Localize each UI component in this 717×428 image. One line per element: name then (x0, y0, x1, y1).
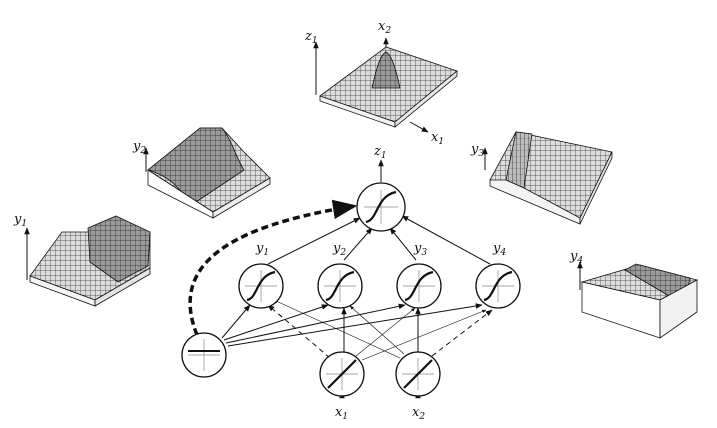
y1-to-z1-connection (267, 217, 361, 265)
y2-surface-label: y2 (132, 139, 146, 156)
bias-to-y3-connection (225, 303, 406, 344)
y4-surface-label: y4 (569, 249, 583, 266)
x1-to-y4-connection (361, 309, 487, 361)
z1-axis-label: z1 (304, 29, 318, 46)
sigmoid-icon (404, 270, 434, 302)
sigmoid-icon (483, 270, 513, 302)
x1-axis-label: x1 (431, 130, 444, 147)
y1-side-right (94, 267, 151, 307)
x2-to-y4-connection (431, 309, 493, 357)
y1-surface-label: y1 (13, 212, 27, 229)
z1-surface-plot: z1 x2 x1 (304, 19, 458, 147)
bias-to-output-connection (188, 199, 358, 336)
bias-to-y1-connection (221, 304, 251, 339)
bias-to-y2-connection (223, 304, 329, 341)
x2-axis-label: x2 (378, 19, 391, 36)
y4-node-label: y4 (492, 241, 506, 258)
y2-surface-plot: y2 (132, 127, 271, 219)
y3-hidden-node: y3 (396, 241, 442, 309)
y3-surface-plot: y3 (470, 131, 613, 225)
y4-hidden-node: y4 (475, 241, 521, 309)
x2-input-node: x2 (395, 351, 441, 422)
sigmoid-icon (325, 270, 355, 302)
y3-to-z1-connection (389, 227, 417, 261)
y4-surface-plot: y4 (569, 249, 699, 339)
sigmoid-icon (246, 270, 276, 302)
z1-output-node: z1 (356, 144, 406, 232)
y3-node-label: y3 (413, 241, 427, 258)
y2-to-z1-connection (343, 227, 373, 261)
network-connections (188, 159, 493, 399)
y2-side-right (212, 177, 271, 219)
x1-axis-line (409, 121, 429, 133)
z1-base-edge-right (394, 70, 458, 128)
x1-to-y3-connection (355, 307, 416, 357)
x2-to-y1-connection (273, 299, 401, 359)
y2-step-face (147, 127, 245, 207)
linear-icon (403, 359, 433, 389)
bias-node (181, 332, 227, 378)
y2-hidden-node: y2 (317, 241, 363, 309)
y1-surface-plot: y1 (13, 212, 151, 307)
bias-to-y4-connection (227, 303, 483, 347)
z1-bump (371, 51, 401, 89)
y3-surface-label: y3 (470, 142, 484, 159)
linear-icon (327, 359, 357, 389)
y1-ridge (87, 215, 151, 283)
x2-input-label: x2 (412, 405, 425, 422)
z1-node-label: z1 (373, 144, 387, 161)
x1-input-label: x1 (335, 405, 348, 422)
x1-input-node: x1 (319, 351, 365, 422)
y4-to-z1-connection (401, 215, 491, 265)
y1-hidden-node: y1 (238, 241, 284, 309)
y3-side-right (579, 151, 613, 225)
y2-node-label: y2 (332, 241, 346, 258)
y1-node-label: y1 (255, 241, 269, 258)
sigmoid-icon (365, 190, 397, 224)
y4-side-right (659, 279, 698, 339)
x2-to-y2-connection (349, 305, 405, 355)
x1-to-y1-connection (267, 304, 331, 359)
